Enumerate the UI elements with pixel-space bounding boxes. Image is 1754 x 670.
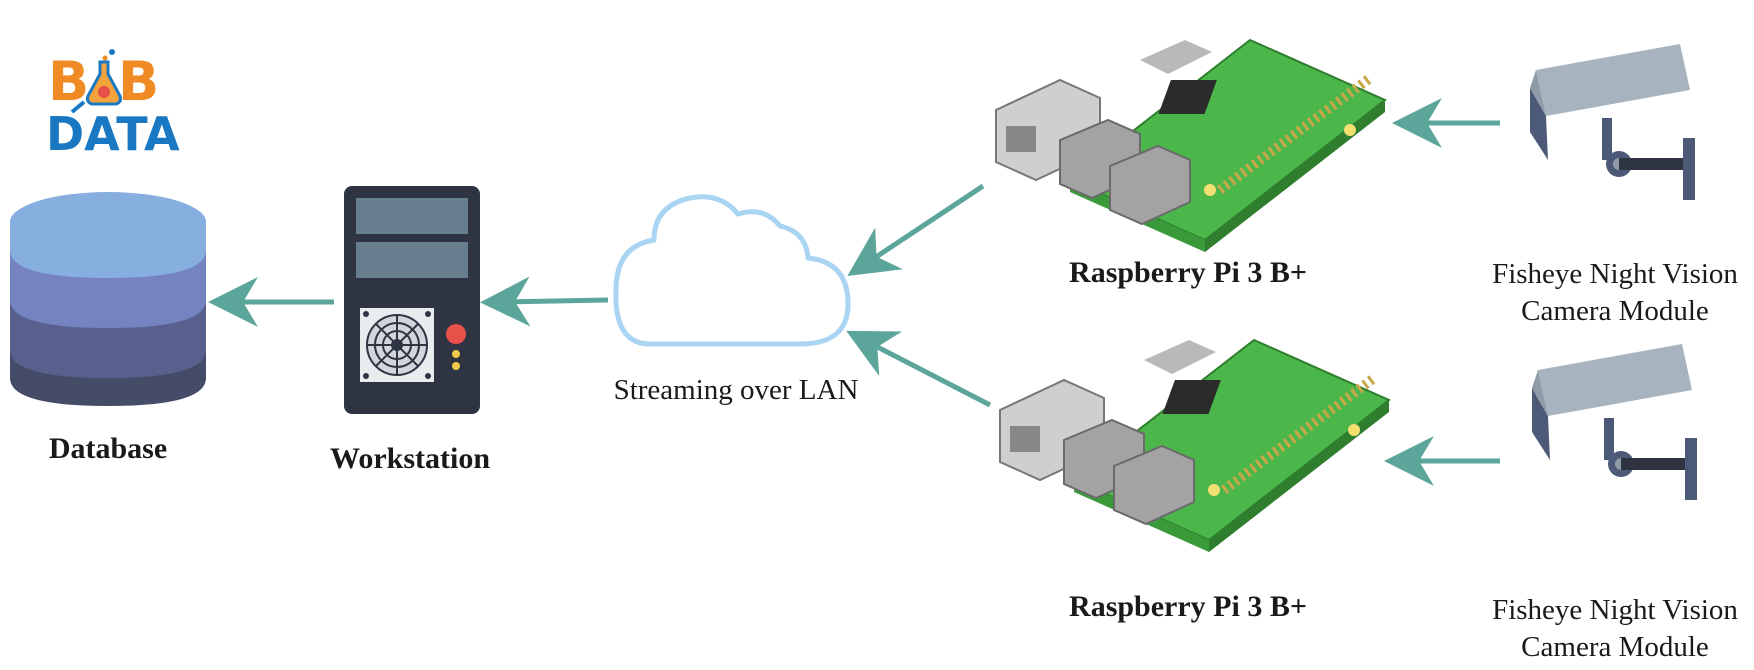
- raspberry-pi-board-icon: [999, 338, 1391, 552]
- fan-icon: [360, 308, 434, 382]
- camera-top-label: Fisheye Night Vision Camera Module: [1480, 256, 1750, 330]
- bob-data-logo: B B DATA: [46, 49, 180, 161]
- arrow-pi-top-to-cloud: [847, 183, 985, 277]
- network-label: Streaming over LAN: [613, 374, 859, 406]
- camera-bottom-label: Fisheye Night Vision Camera Module: [1480, 592, 1750, 666]
- raspberry-pi-board-icon: [995, 38, 1387, 252]
- usb-port: [1109, 144, 1191, 226]
- arrow-cloud-to-workstation: [480, 276, 609, 327]
- security-camera-icon: [1532, 344, 1697, 500]
- drive-bay-2: [356, 242, 468, 278]
- soc-chip: [1158, 80, 1217, 114]
- led-icon: [452, 362, 460, 370]
- arrow-pi-bottom-to-cloud: [846, 330, 992, 408]
- database-label: Database: [48, 432, 168, 465]
- database-icon: [10, 192, 206, 406]
- flask-icon: [70, 49, 122, 114]
- workstation-tower-icon: [344, 186, 480, 414]
- security-camera-icon: [1530, 44, 1695, 200]
- flow-arrows: [208, 98, 1500, 486]
- camera-bottom-label-line1: Fisheye Night Vision: [1492, 594, 1738, 626]
- camera-top-label-line1: Fisheye Night Vision: [1492, 258, 1738, 290]
- pi-bottom-label: Raspberry Pi 3 B+: [1069, 590, 1307, 623]
- camera-bottom-label-line2: Camera Module: [1521, 631, 1709, 663]
- power-button-icon: [446, 324, 466, 344]
- camera-top-label-line2: Camera Module: [1521, 295, 1709, 327]
- logo-text-data: DATA: [46, 107, 180, 161]
- pi-top-label: Raspberry Pi 3 B+: [1069, 256, 1307, 289]
- workstation-label: Workstation: [329, 442, 491, 475]
- logo-text-b2: B: [118, 50, 159, 113]
- drive-bay-1: [356, 198, 468, 234]
- cloud-icon: [613, 194, 851, 347]
- led-icon: [452, 350, 460, 358]
